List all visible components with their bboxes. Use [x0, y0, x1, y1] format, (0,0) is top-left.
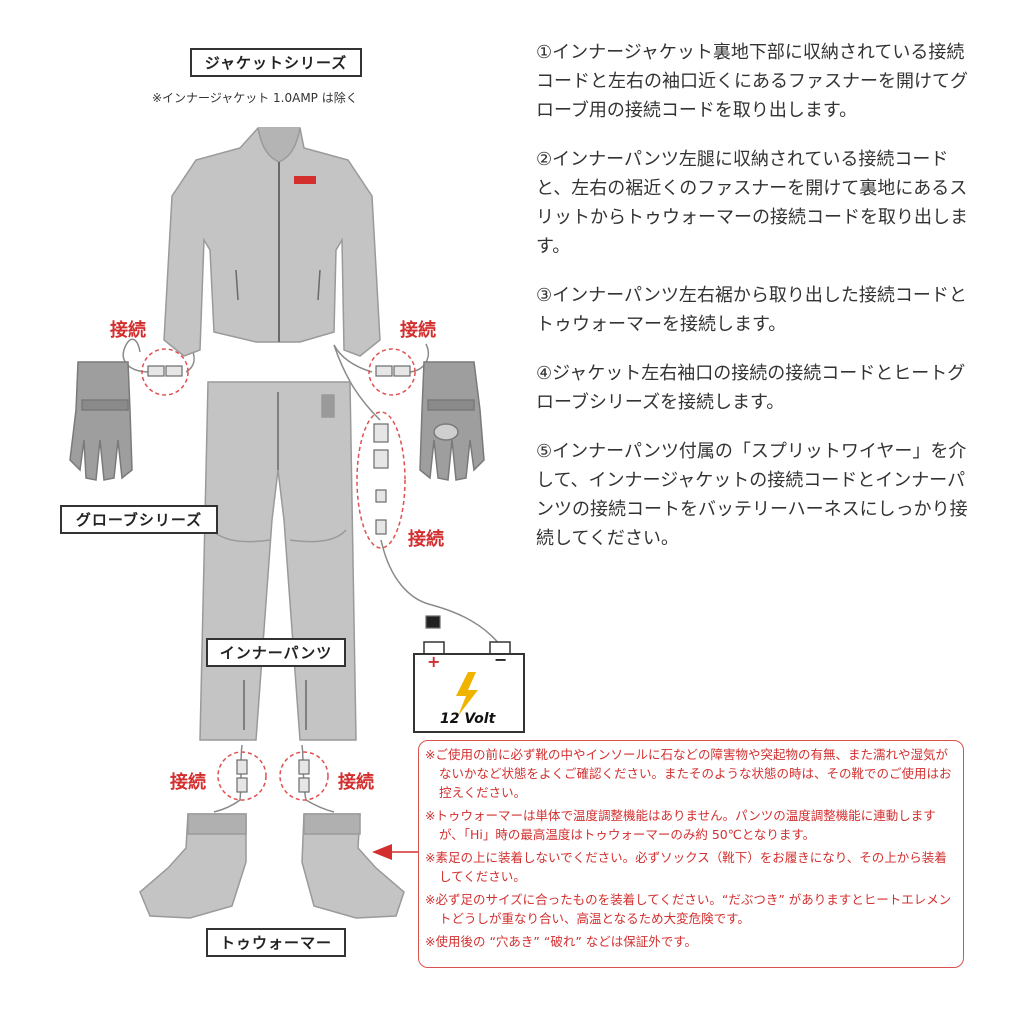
connect-label-right-ankle: 接続 — [338, 772, 374, 793]
toe-warmer-left — [139, 813, 247, 919]
instruction-3: ③インナーパンツ左右裾から取り出した接続コードとトゥウォーマーを接続します。 — [536, 285, 967, 335]
battery-voltage-label: 12 Volt — [440, 711, 496, 727]
highlight-right-ankle — [279, 751, 329, 801]
highlight-right-sleeve — [368, 348, 416, 396]
connection-highlights — [141, 348, 416, 801]
connect-label-left-sleeve: 接続 — [110, 320, 146, 341]
glove-right — [419, 361, 485, 481]
battery-icon — [413, 641, 525, 733]
inner-pants — [199, 381, 357, 741]
warning-2: ※トゥウォーマーは単体で温度調整機能はありません。パンツの温度調整機能に連動しま… — [425, 808, 936, 842]
warning-5: ※使用後の “穴あき” “破れ” などは保証外です。 — [425, 934, 698, 949]
glove-series-label: グローブシリーズ — [60, 505, 218, 534]
instructions: ①インナージャケット裏地下部に収納されている接続コードと左右の袖口近くにあるファ… — [536, 38, 976, 573]
glove-left — [69, 361, 133, 481]
jacket-series-label: ジャケットシリーズ — [190, 48, 362, 77]
connect-label-right-sleeve: 接続 — [400, 320, 436, 341]
highlight-split-wire — [356, 411, 406, 549]
instruction-4: ④ジャケット左右袖口の接続の接続コードとヒートグローブシリーズを接続します。 — [536, 363, 966, 413]
warning-4: ※必ず足のサイズに合ったものを装着してください。“だぶつき” がありますとヒート… — [425, 892, 952, 926]
toe-warmer-label: トゥウォーマー — [206, 928, 346, 957]
instruction-5: ⑤インナーパンツ付属の「スプリットワイヤー」を介して、インナージャケットの接続コ… — [536, 441, 968, 549]
warning-3: ※素足の上に装着しないでください。必ずソックス（靴下）をお履きになり、その上から… — [425, 850, 947, 884]
jacket-exception-note: ※インナージャケット 1.0AMP は除く — [152, 91, 358, 105]
warning-1: ※ご使用の前に必ず靴の中やインソールに石などの障害物や突起物の有無、また濡れや湿… — [425, 747, 952, 800]
connect-label-left-ankle: 接続 — [170, 772, 206, 793]
highlight-left-ankle — [217, 751, 267, 801]
instruction-2: ②インナーパンツ左腿に収納されている接続コードと、左右の裾近くのファスナーを開け… — [536, 149, 968, 257]
battery-minus-sign: − — [494, 650, 508, 669]
battery-plus-sign: + — [427, 652, 441, 671]
instruction-1: ①インナージャケット裏地下部に収納されている接続コードと左右の袖口近くにあるファ… — [536, 42, 968, 121]
connectors — [147, 365, 441, 793]
connect-label-split-wire: 接続 — [408, 529, 444, 550]
highlight-left-sleeve — [141, 348, 189, 396]
warning-arrow — [372, 844, 418, 860]
toe-warmer-right — [301, 813, 405, 919]
warning-box: ※ご使用の前に必ず靴の中やインソールに石などの障害物や突起物の有無、また濡れや湿… — [418, 740, 964, 968]
inner-pants-label: インナーパンツ — [206, 638, 346, 667]
jacket — [163, 127, 381, 357]
